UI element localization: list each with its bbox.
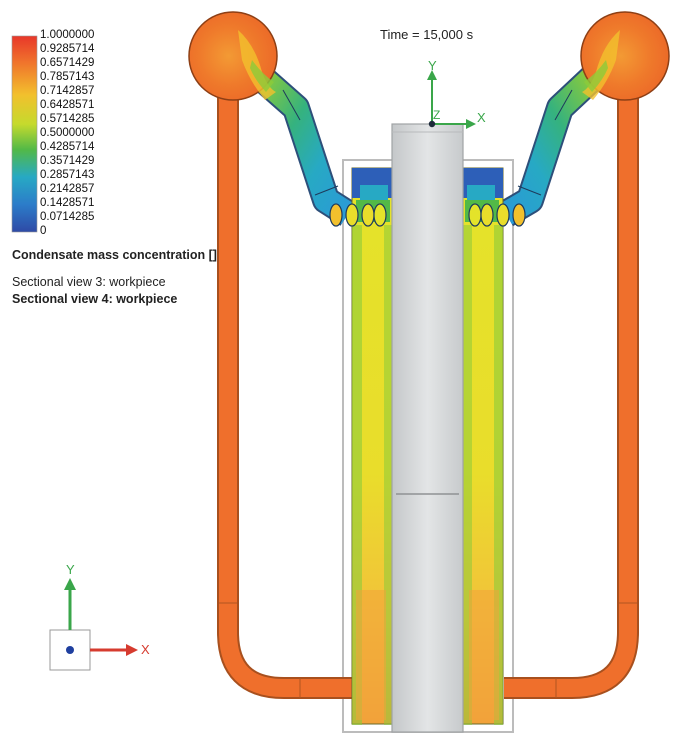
workpiece-cylinder — [391, 123, 464, 733]
view-y-label: Y — [66, 562, 75, 577]
legend-tick: 0.4285714 — [40, 141, 95, 153]
legend-tick: 0.7142857 — [40, 85, 95, 97]
legend-tick: 0.6428571 — [40, 99, 95, 111]
legend-tick: 0.0714285 — [40, 211, 95, 223]
legend-tick: 0.5714285 — [40, 113, 95, 125]
legend-tick: 0.9285714 — [40, 43, 95, 55]
legend-quantity-label: Condensate mass concentration [] — [12, 248, 217, 262]
legend-tick: 0.3571429 — [40, 155, 95, 167]
legend-tick: 1.0000000 — [40, 29, 95, 41]
legend-tick: 0 — [40, 225, 47, 237]
origin-z-label: Z — [433, 108, 441, 122]
origin-x-label: X — [477, 110, 486, 125]
view-x-label: X — [141, 642, 150, 657]
legend-tick: 0.5000000 — [40, 127, 95, 139]
sectional-view-3-label: Sectional view 3: workpiece — [12, 275, 166, 289]
legend-tick: 0.6571429 — [40, 57, 95, 69]
origin-y-label: Y — [428, 58, 437, 73]
legend-colorbar — [11, 35, 38, 233]
origin-axis-triad — [427, 70, 476, 129]
sectional-view-4-label: Sectional view 4: workpiece — [12, 292, 178, 306]
legend-tick: 0.2857143 — [40, 169, 95, 181]
legend-tick: 0.7857143 — [40, 71, 95, 83]
left-manifold-rings — [329, 203, 387, 227]
view-axis-triad — [49, 578, 138, 671]
legend-tick: 0.2142857 — [40, 183, 95, 195]
right-manifold-rings — [468, 203, 526, 227]
time-label: Time = 15,000 s — [380, 27, 474, 42]
legend-tick: 0.1428571 — [40, 197, 95, 209]
